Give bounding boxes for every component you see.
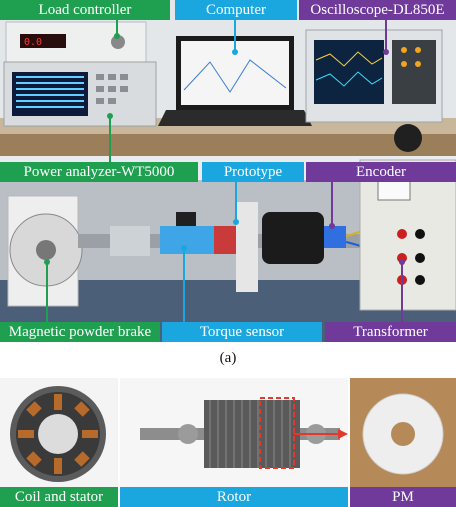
label-load-controller: Load controller <box>0 0 170 20</box>
svg-text:0.0: 0.0 <box>24 37 42 48</box>
label-coil-and-stator: Coil and stator <box>0 487 118 507</box>
label-magnetic-powder-brake: Magnetic powder brake <box>0 322 160 342</box>
label-oscilloscope: Oscilloscope-DL850E <box>299 0 456 20</box>
stator-illustration <box>10 386 106 482</box>
pm-illustration <box>362 393 444 475</box>
test-bench-photo: 0.0 <box>0 0 456 342</box>
rotor-photo <box>120 378 348 507</box>
rotor-illustration <box>140 397 348 469</box>
label-transformer: Transformer <box>325 322 456 342</box>
label-power-analyzer: Power analyzer-WT5000 <box>0 162 198 182</box>
label-encoder: Encoder <box>306 162 456 182</box>
coil-stator-photo <box>0 378 118 507</box>
label-pm: PM <box>350 487 456 507</box>
label-rotor: Rotor <box>120 487 348 507</box>
test-bench-illustration: 0.0 <box>0 20 456 342</box>
label-prototype: Prototype <box>202 162 304 182</box>
label-torque-sensor: Torque sensor <box>162 322 322 342</box>
caption-a: (a) <box>219 350 237 366</box>
pm-photo <box>350 378 456 507</box>
label-computer: Computer <box>175 0 297 20</box>
